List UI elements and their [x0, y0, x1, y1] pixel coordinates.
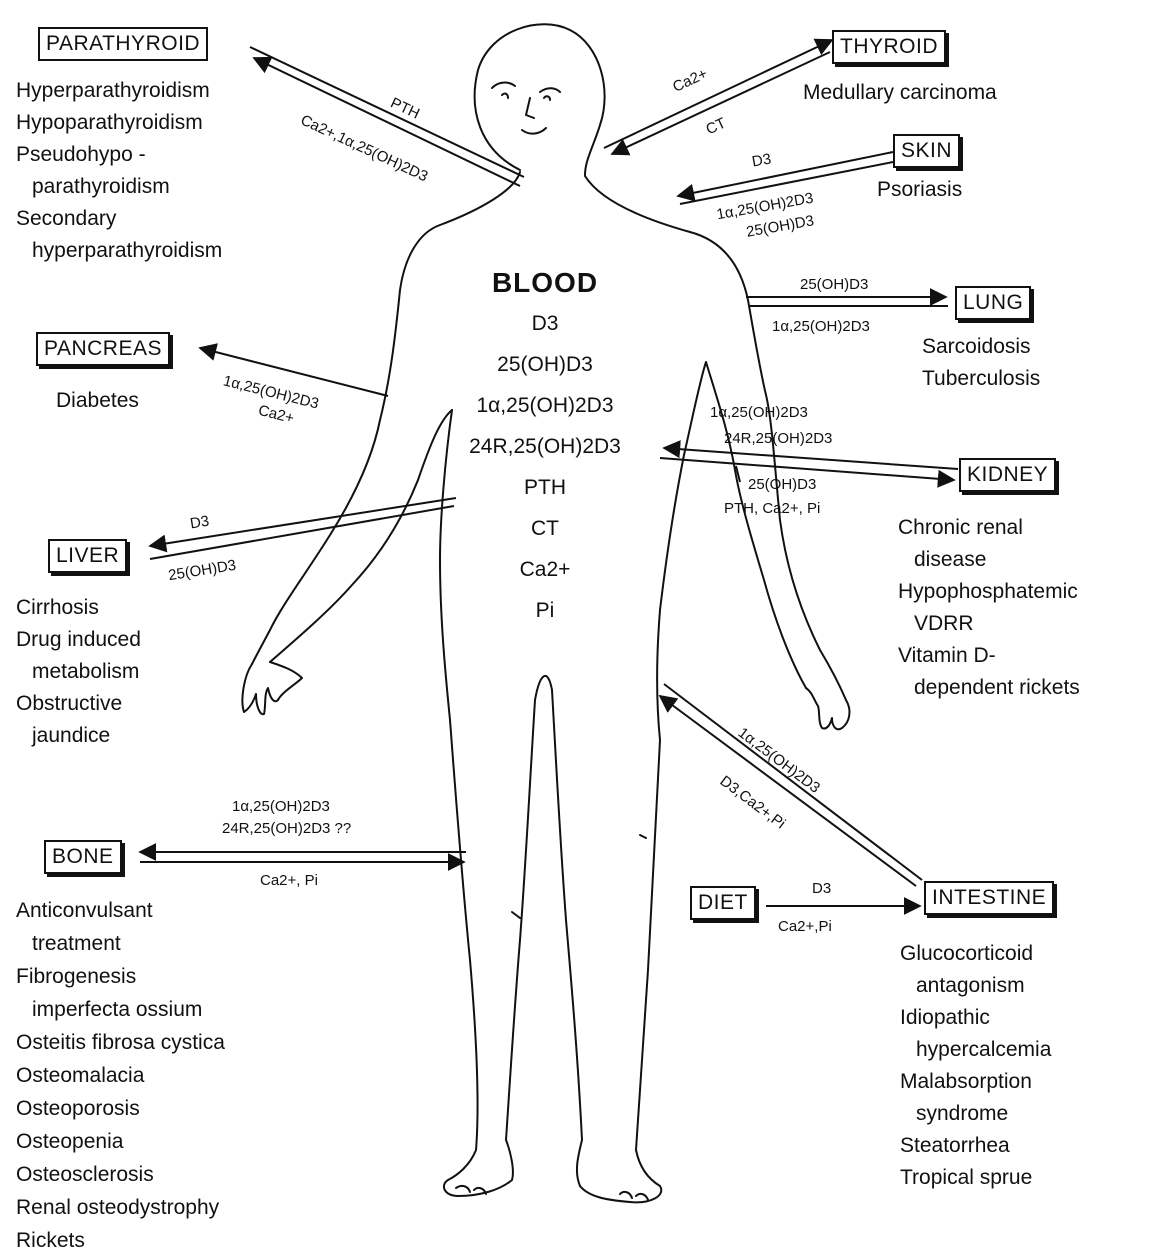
lung-box: LUNG	[955, 286, 1031, 320]
bone-box: BONE	[44, 840, 122, 874]
right-leg-inner	[552, 690, 582, 1186]
parathyroid-disease-list: Hyperparathyroidism Hypoparathyroidism P…	[16, 75, 222, 267]
blood-item: 24R,25(OH)2D3	[440, 426, 650, 467]
disease-item: Osteitis fibrosa cystica	[16, 1026, 225, 1059]
disease-item: Idiopathic	[900, 1002, 1051, 1034]
pancreas-disease-list: Diabetes	[56, 385, 139, 417]
flow-label: 24R,25(OH)2D3	[724, 430, 832, 447]
disease-item: metabolism	[16, 656, 141, 688]
thyroid-box: THYROID	[832, 30, 946, 64]
thyroid-disease-list: Medullary carcinoma	[803, 77, 997, 109]
kidney-box: KIDNEY	[959, 458, 1056, 492]
disease-item: Renal osteodystrophy	[16, 1191, 225, 1224]
disease-item: Osteosclerosis	[16, 1158, 225, 1191]
disease-item: VDRR	[898, 608, 1080, 640]
disease-item: Steatorrhea	[900, 1130, 1051, 1162]
disease-item: Hypophosphatemic	[898, 576, 1080, 608]
bone-disease-list: Anticonvulsant treatment Fibrogenesis im…	[16, 894, 225, 1251]
disease-item: Glucocorticoid	[900, 938, 1051, 970]
disease-item: Tuberculosis	[922, 363, 1040, 395]
disease-item: disease	[898, 544, 1080, 576]
blood-title: BLOOD	[440, 262, 650, 303]
disease-item: jaundice	[16, 720, 141, 752]
disease-item: Cirrhosis	[16, 592, 141, 624]
disease-item: Drug induced	[16, 624, 141, 656]
disease-item: Malabsorption	[900, 1066, 1051, 1098]
disease-item: Obstructive	[16, 688, 141, 720]
disease-item: Chronic renal	[898, 512, 1080, 544]
right-leg-outer	[580, 740, 661, 1202]
flow-label: Ca2+, Pi	[260, 872, 318, 889]
disease-item: Pseudohypo -	[16, 139, 222, 171]
pancreas-box: PANCREAS	[36, 332, 170, 366]
disease-item: Osteoporosis	[16, 1092, 225, 1125]
flow-label: 24R,25(OH)2D3 ??	[222, 820, 351, 837]
flow-label: D3	[189, 513, 211, 533]
blood-item: 25(OH)D3	[440, 344, 650, 385]
disease-item: parathyroidism	[16, 171, 222, 203]
disease-item: hyperparathyroidism	[16, 235, 222, 267]
flow-label: D3	[812, 880, 831, 897]
diet-box: DIET	[690, 886, 756, 920]
disease-item: Secondary	[16, 203, 222, 235]
disease-item: Fibrogenesis	[16, 960, 225, 993]
flow-label: Ca2+,Pi	[778, 918, 832, 935]
blood-item: CT	[440, 508, 650, 549]
disease-item: Tropical sprue	[900, 1162, 1051, 1194]
blood-item: PTH	[440, 467, 650, 508]
liver-box: LIVER	[48, 539, 127, 573]
blood-item: Pi	[440, 590, 650, 631]
kidney-disease-list: Chronic renal disease Hypophosphatemic V…	[898, 512, 1080, 704]
flow-label: 1α,25(OH)2D3	[232, 798, 330, 815]
head-outline	[475, 24, 605, 175]
disease-item: Vitamin D-	[898, 640, 1080, 672]
navel-mark	[512, 912, 520, 918]
disease-item: imperfecta ossium	[16, 993, 225, 1026]
liver-disease-list: Cirrhosis Drug induced metabolism Obstru…	[16, 592, 141, 752]
disease-item: syndrome	[900, 1098, 1051, 1130]
disease-item: Psoriasis	[877, 174, 962, 206]
blood-panel: BLOOD D3 25(OH)D3 1α,25(OH)2D3 24R,25(OH…	[440, 262, 650, 631]
left-leg-outer	[444, 720, 513, 1196]
disease-item: treatment	[16, 927, 225, 960]
blood-item: D3	[440, 303, 650, 344]
flow-label: PTH, Ca2+, Pi	[724, 500, 820, 517]
disease-item: Medullary carcinoma	[803, 77, 997, 109]
knee-mark	[640, 835, 646, 838]
disease-item: Sarcoidosis	[922, 331, 1040, 363]
disease-item: hypercalcemia	[900, 1034, 1051, 1066]
disease-item: antagonism	[900, 970, 1051, 1002]
disease-item: dependent rickets	[898, 672, 1080, 704]
skin-box: SKIN	[893, 134, 960, 168]
toes-right	[620, 1192, 648, 1200]
left-arm-inner	[270, 410, 452, 662]
flow-label: 25(OH)D3	[800, 276, 868, 293]
lung-disease-list: Sarcoidosis Tuberculosis	[922, 331, 1040, 395]
intestine-disease-list: Glucocorticoid antagonism Idiopathic hyp…	[900, 938, 1051, 1194]
blood-item: Ca2+	[440, 549, 650, 590]
intestine-box: INTESTINE	[924, 881, 1054, 915]
parathyroid-box: PARATHYROID	[38, 27, 208, 61]
left-hand	[242, 662, 302, 714]
blood-item: 1α,25(OH)2D3	[440, 385, 650, 426]
disease-item: Anticonvulsant	[16, 894, 225, 927]
disease-item: Rickets	[16, 1224, 225, 1251]
left-leg-inner	[506, 676, 552, 1140]
disease-item: Osteomalacia	[16, 1059, 225, 1092]
disease-item: Osteopenia	[16, 1125, 225, 1158]
disease-item: Diabetes	[56, 385, 139, 417]
flow-label: 1α,25(OH)2D3	[710, 404, 808, 421]
flow-label: D3	[751, 150, 773, 170]
face-detail	[492, 83, 560, 134]
flow-label: 25(OH)D3	[748, 476, 816, 493]
disease-item: Hypoparathyroidism	[16, 107, 222, 139]
disease-item: Hyperparathyroidism	[16, 75, 222, 107]
flow-label: 1α,25(OH)2D3	[772, 318, 870, 335]
skin-disease-list: Psoriasis	[877, 174, 962, 206]
